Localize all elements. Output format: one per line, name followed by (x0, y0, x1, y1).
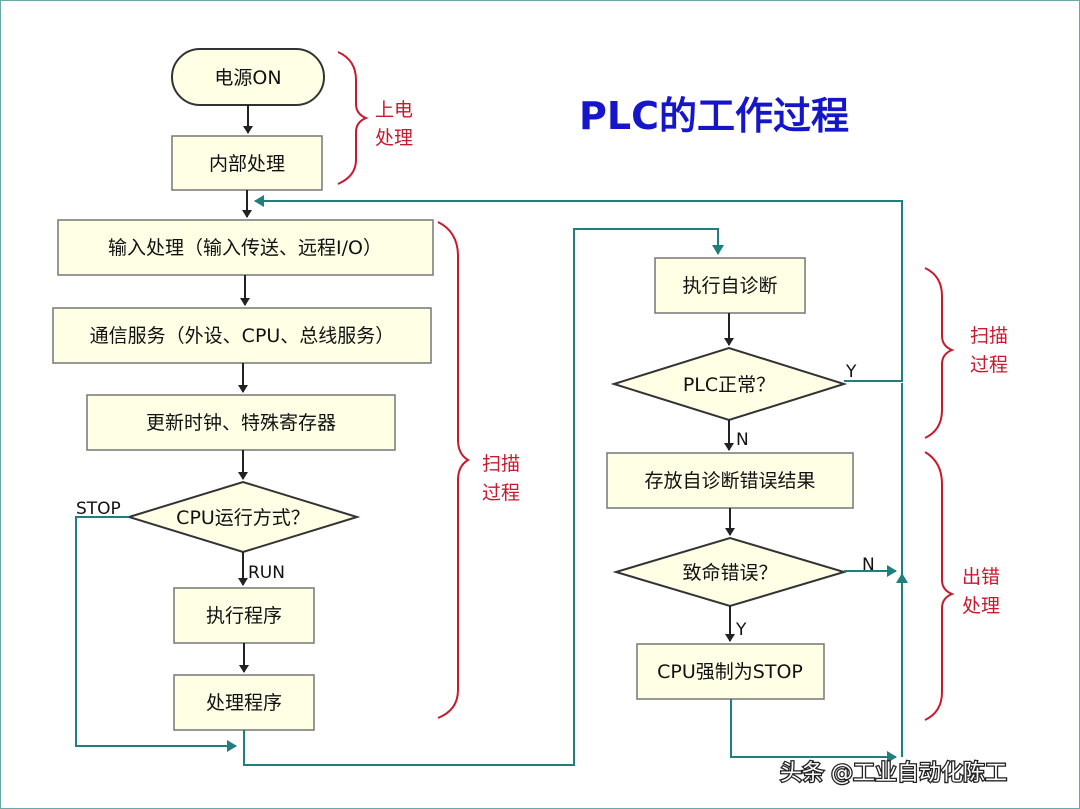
label-yes-plc-normal: Y (845, 362, 857, 382)
node-update-clock-label: 更新时钟、特殊寄存器 (146, 412, 336, 434)
bracket-scan-left-line1: 扫描 (482, 453, 520, 475)
node-power-on: 电源ON (171, 48, 325, 106)
decision-cpu-mode-label: CPU运行方式？ (176, 507, 310, 529)
node-execute-program: 执行程序 (173, 587, 315, 644)
decision-plc-normal: PLC正常？ (610, 346, 848, 422)
left-flow-arrows (238, 105, 253, 673)
node-cpu-force-stop: CPU强制为STOP (636, 643, 825, 700)
node-input-processing: 输入处理（输入传送、远程I/O） (57, 219, 434, 276)
label-no-fatal: N (862, 555, 875, 575)
decision-fatal-error: 致命错误？ (612, 536, 848, 608)
label-run: RUN (248, 563, 285, 583)
page-title: PLC的工作过程 (579, 94, 849, 138)
decision-plc-normal-label: PLC正常？ (683, 374, 775, 396)
node-store-error-result-label: 存放自诊断错误结果 (644, 470, 815, 492)
node-communication-service: 通信服务（外设、CPU、总线服务） (52, 307, 432, 364)
bracket-power-up (337, 51, 369, 185)
brackets (337, 51, 955, 721)
right-flow-arrows (724, 313, 735, 642)
connector-stop-branch (75, 516, 237, 752)
connector-force-stop (730, 699, 897, 763)
watermark: 头条 @工业自动化陈工 (780, 761, 1007, 786)
decision-cpu-mode: CPU运行方式？ (125, 480, 361, 554)
bracket-scan-right-line2: 过程 (970, 354, 1008, 376)
bracket-power-up-line2: 处理 (375, 127, 413, 149)
bracket-error-line2: 处理 (962, 595, 1000, 617)
node-process-program: 处理程序 (173, 674, 315, 731)
bracket-scan-left (437, 221, 470, 719)
node-internal-processing: 内部处理 (171, 135, 323, 191)
node-store-error-result: 存放自诊断错误结果 (606, 452, 854, 509)
node-cpu-force-stop-label: CPU强制为STOP (657, 661, 803, 683)
node-self-diagnosis: 执行自诊断 (654, 257, 806, 314)
decision-fatal-error-label: 致命错误？ (682, 562, 777, 584)
node-self-diagnosis-label: 执行自诊断 (682, 275, 777, 297)
node-internal-processing-label: 内部处理 (209, 153, 285, 175)
bracket-error-handling (924, 451, 955, 721)
label-yes-fatal: Y (735, 620, 747, 640)
node-communication-service-label: 通信服务（外设、CPU、总线服务） (90, 325, 395, 347)
bracket-scan-right-line1: 扫描 (970, 325, 1008, 347)
node-update-clock: 更新时钟、特殊寄存器 (86, 394, 396, 451)
node-process-program-label: 处理程序 (206, 692, 282, 714)
bracket-scan-left-line2: 过程 (482, 482, 520, 504)
node-input-processing-label: 输入处理（输入传送、远程I/O） (108, 237, 382, 259)
node-execute-program-label: 执行程序 (206, 605, 282, 627)
connector-plc-normal-yes (254, 195, 903, 382)
label-stop: STOP (76, 499, 121, 519)
loop-connectors (75, 195, 908, 766)
bracket-power-up-line1: 上电 (375, 99, 413, 121)
node-power-on-label: 电源ON (214, 67, 281, 89)
connector-to-self-diagnosis (243, 228, 724, 766)
label-no-plc-normal: N (736, 430, 749, 450)
bracket-scan-right (924, 267, 955, 439)
bracket-error-line1: 出错 (962, 566, 1000, 588)
